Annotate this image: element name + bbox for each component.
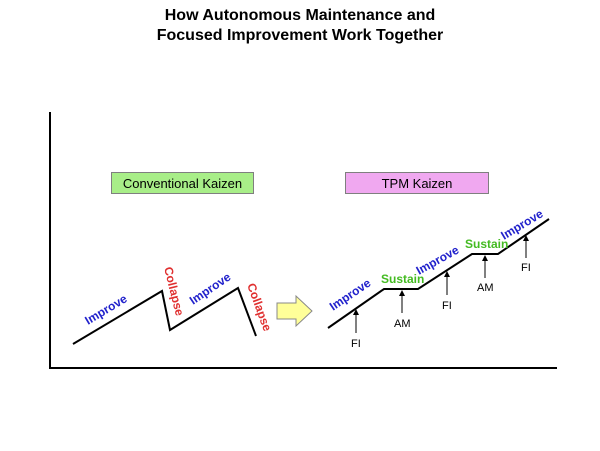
title-line-1: How Autonomous Maintenance and (164, 7, 436, 24)
conventional-kaizen-label: Conventional Kaizen (122, 176, 243, 191)
fi-label-3: FI (521, 262, 531, 274)
tpm-sustain-label-2: Sustain (465, 237, 508, 251)
diagram-title: How Autonomous Maintenance and Focused I… (0, 6, 600, 46)
tpm-improve-label-2: Improve (414, 243, 462, 278)
am-label-2: AM (477, 282, 494, 294)
conventional-kaizen-line (72, 286, 257, 345)
fi-label-2: FI (442, 300, 452, 312)
title-line-2: Focused Improvement Work Together (156, 27, 444, 44)
tpm-sustain-label-1: Sustain (381, 272, 424, 286)
conventional-improve-label-1: Improve (82, 291, 130, 327)
tpm-kaizen-box: TPM Kaizen (345, 172, 489, 194)
transition-arrow (276, 294, 313, 328)
am-label-1: AM (394, 318, 411, 330)
conventional-improve-label-2: Improve (187, 270, 234, 308)
fi-label-1: FI (351, 338, 361, 350)
tpm-kaizen-label: TPM Kaizen (381, 176, 453, 191)
tpm-improve-label-1: Improve (327, 276, 374, 314)
conventional-kaizen-box: Conventional Kaizen (111, 172, 254, 194)
conventional-collapse-label-2: Collapse (244, 281, 274, 333)
